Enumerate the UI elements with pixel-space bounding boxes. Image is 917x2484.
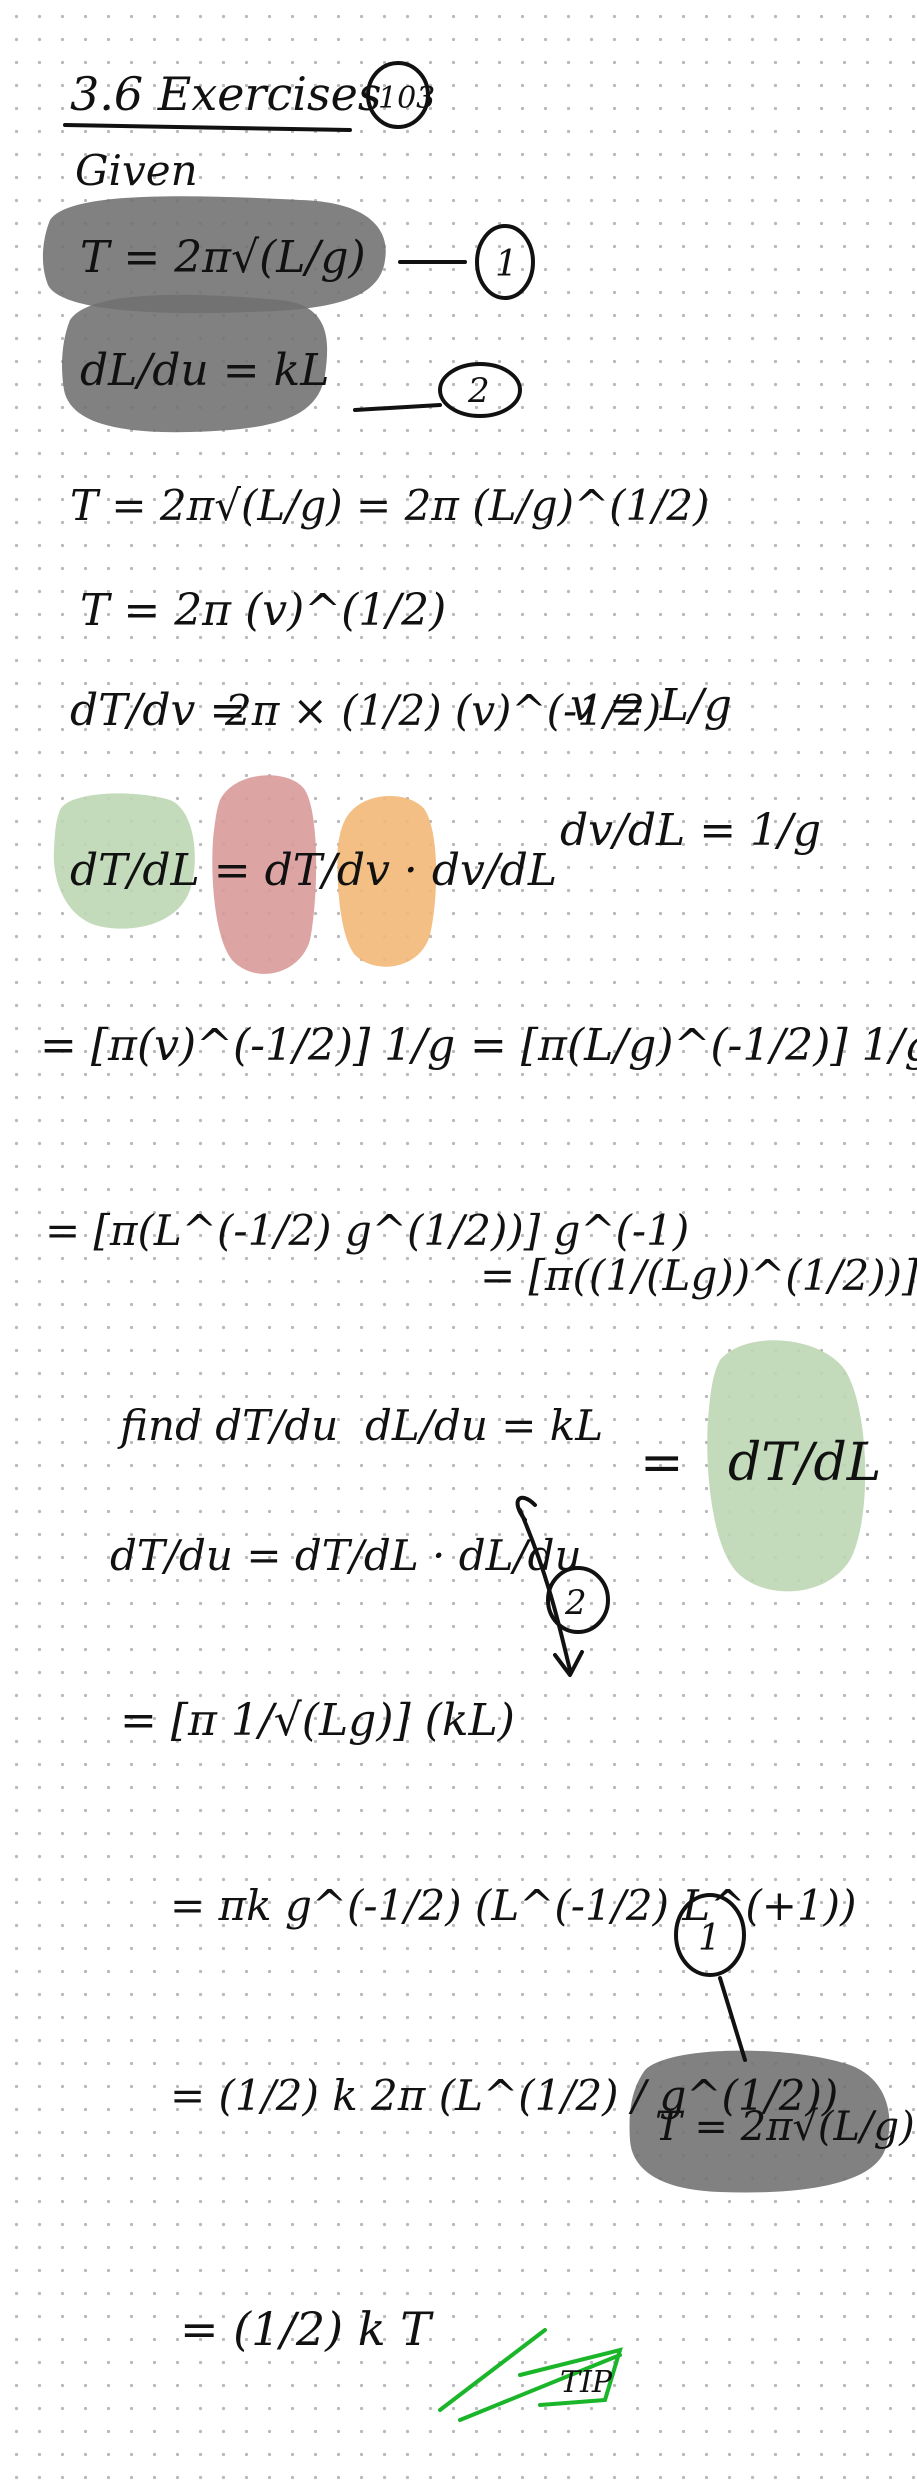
line-b1: = [π(L^(-1/2) g^(1/2))] g^(-1) [45,1206,689,1255]
highlight-boxed-eq [629,2050,890,2193]
ref-tag-1-circle [674,1893,746,1977]
chain-rule: dT/dL = dT/dv · dv/dL [70,845,557,896]
sub-v: v = L/g [570,680,732,731]
highlight-given-eq2 [62,294,328,433]
circled-result: dT/dL [728,1433,881,1493]
given-eq1-tag: 1 [495,244,518,285]
highlight-dTdL [53,793,195,929]
simplify2: = (1/2) k 2π (L^(1/2) / g^(1/2)) [170,2071,838,2120]
ref-tag-2: 2 [564,1583,587,1623]
title: 3.6 Exercises [70,67,381,121]
given-eq2: dL/du = kL [80,345,329,396]
highlight-dvdL [337,796,437,967]
ref-tag-2-circle [546,1566,610,1634]
highlight-circled-result [707,1340,866,1592]
step-dTdv-rhs: 2π × (1/2) (v)^(-1/2) [224,686,661,735]
stamp-mark [438,2328,623,2422]
title-underline [63,123,352,132]
line-a2: = [π(L/g)^(-1/2)] 1/g [470,1020,917,1071]
line-a1: = [π(v)^(-1/2)] 1/g [40,1020,455,1071]
highlight-given-eq1 [42,196,386,314]
line-b2: = [π((1/(Lg))^(1/2))] [480,1251,917,1300]
given-label: Given [75,146,198,195]
given-eq2-tag-circle [438,362,522,418]
simplify1: = πk g^(-1/2) (L^(-1/2) L^(+1)) [170,1881,856,1930]
product-line: = [π 1/√(Lg)] (kL) [120,1695,515,1746]
page-number: 103 [378,81,435,116]
ref-line-1 [718,1976,747,2062]
given-eq1: T = 2π√(L/g) [80,232,366,283]
given-eq1-tag-circle [475,224,535,300]
stamp: TIP [560,2365,613,2400]
highlight-dTdv [212,775,317,974]
find-label: find dT/du [117,1401,338,1450]
ref-tag-1: 1 [698,1918,721,1959]
find-given: dL/du = kL [365,1401,603,1450]
ref-arrow-2 [515,1495,584,1677]
page-number-circle [366,61,430,129]
sub-dvdL: dv/dL = 1/g [560,805,821,856]
given-eq2-tag: 2 [467,371,490,411]
equals-sign: = [640,1433,684,1493]
step-v-form: T = 2π (v)^(1/2) [80,585,446,636]
chain2: dT/du = dT/dL · dL/du [110,1531,582,1580]
final: = (1/2) k T [180,2302,434,2356]
boxed-eq: T = 2π√(L/g) [655,2104,915,2150]
step-rewrite: T = 2π√(L/g) = 2π (L/g)^(1/2) [70,481,710,530]
step-dTdv-lhs: dT/dv = [70,685,246,736]
given-eq2-dash [353,403,442,412]
